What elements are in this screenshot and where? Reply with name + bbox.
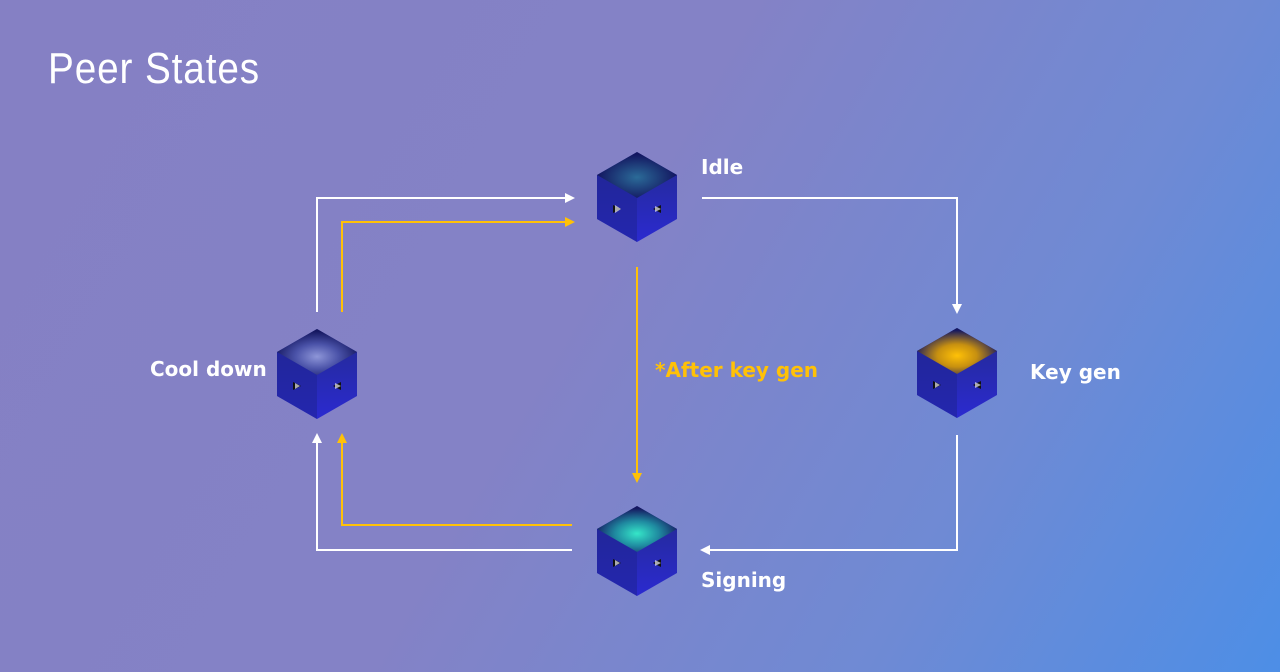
idle-label: Idle	[701, 155, 744, 179]
arrow-cooldown-to-idle	[316, 193, 575, 312]
keygen-cube-icon	[917, 328, 997, 418]
cooldown-cube-icon	[277, 329, 357, 419]
arrow-idle-to-keygen	[702, 197, 962, 314]
arrow-keygen-to-signing	[700, 435, 958, 555]
arrow-signing-to-cooldown	[312, 433, 572, 551]
signing-cube-icon	[597, 506, 677, 596]
accent-arrow-signing-to-cooldown	[337, 433, 572, 526]
accent-arrow-cooldown-to-idle	[341, 217, 575, 312]
page-title: Peer States	[48, 44, 260, 93]
idle-cube-icon	[597, 152, 677, 242]
cooldown-label: Cool down	[150, 357, 267, 381]
signing-label: Signing	[701, 568, 787, 592]
keygen-label: Key gen	[1030, 360, 1121, 384]
after-keygen-annotation: *After key gen	[655, 358, 819, 382]
